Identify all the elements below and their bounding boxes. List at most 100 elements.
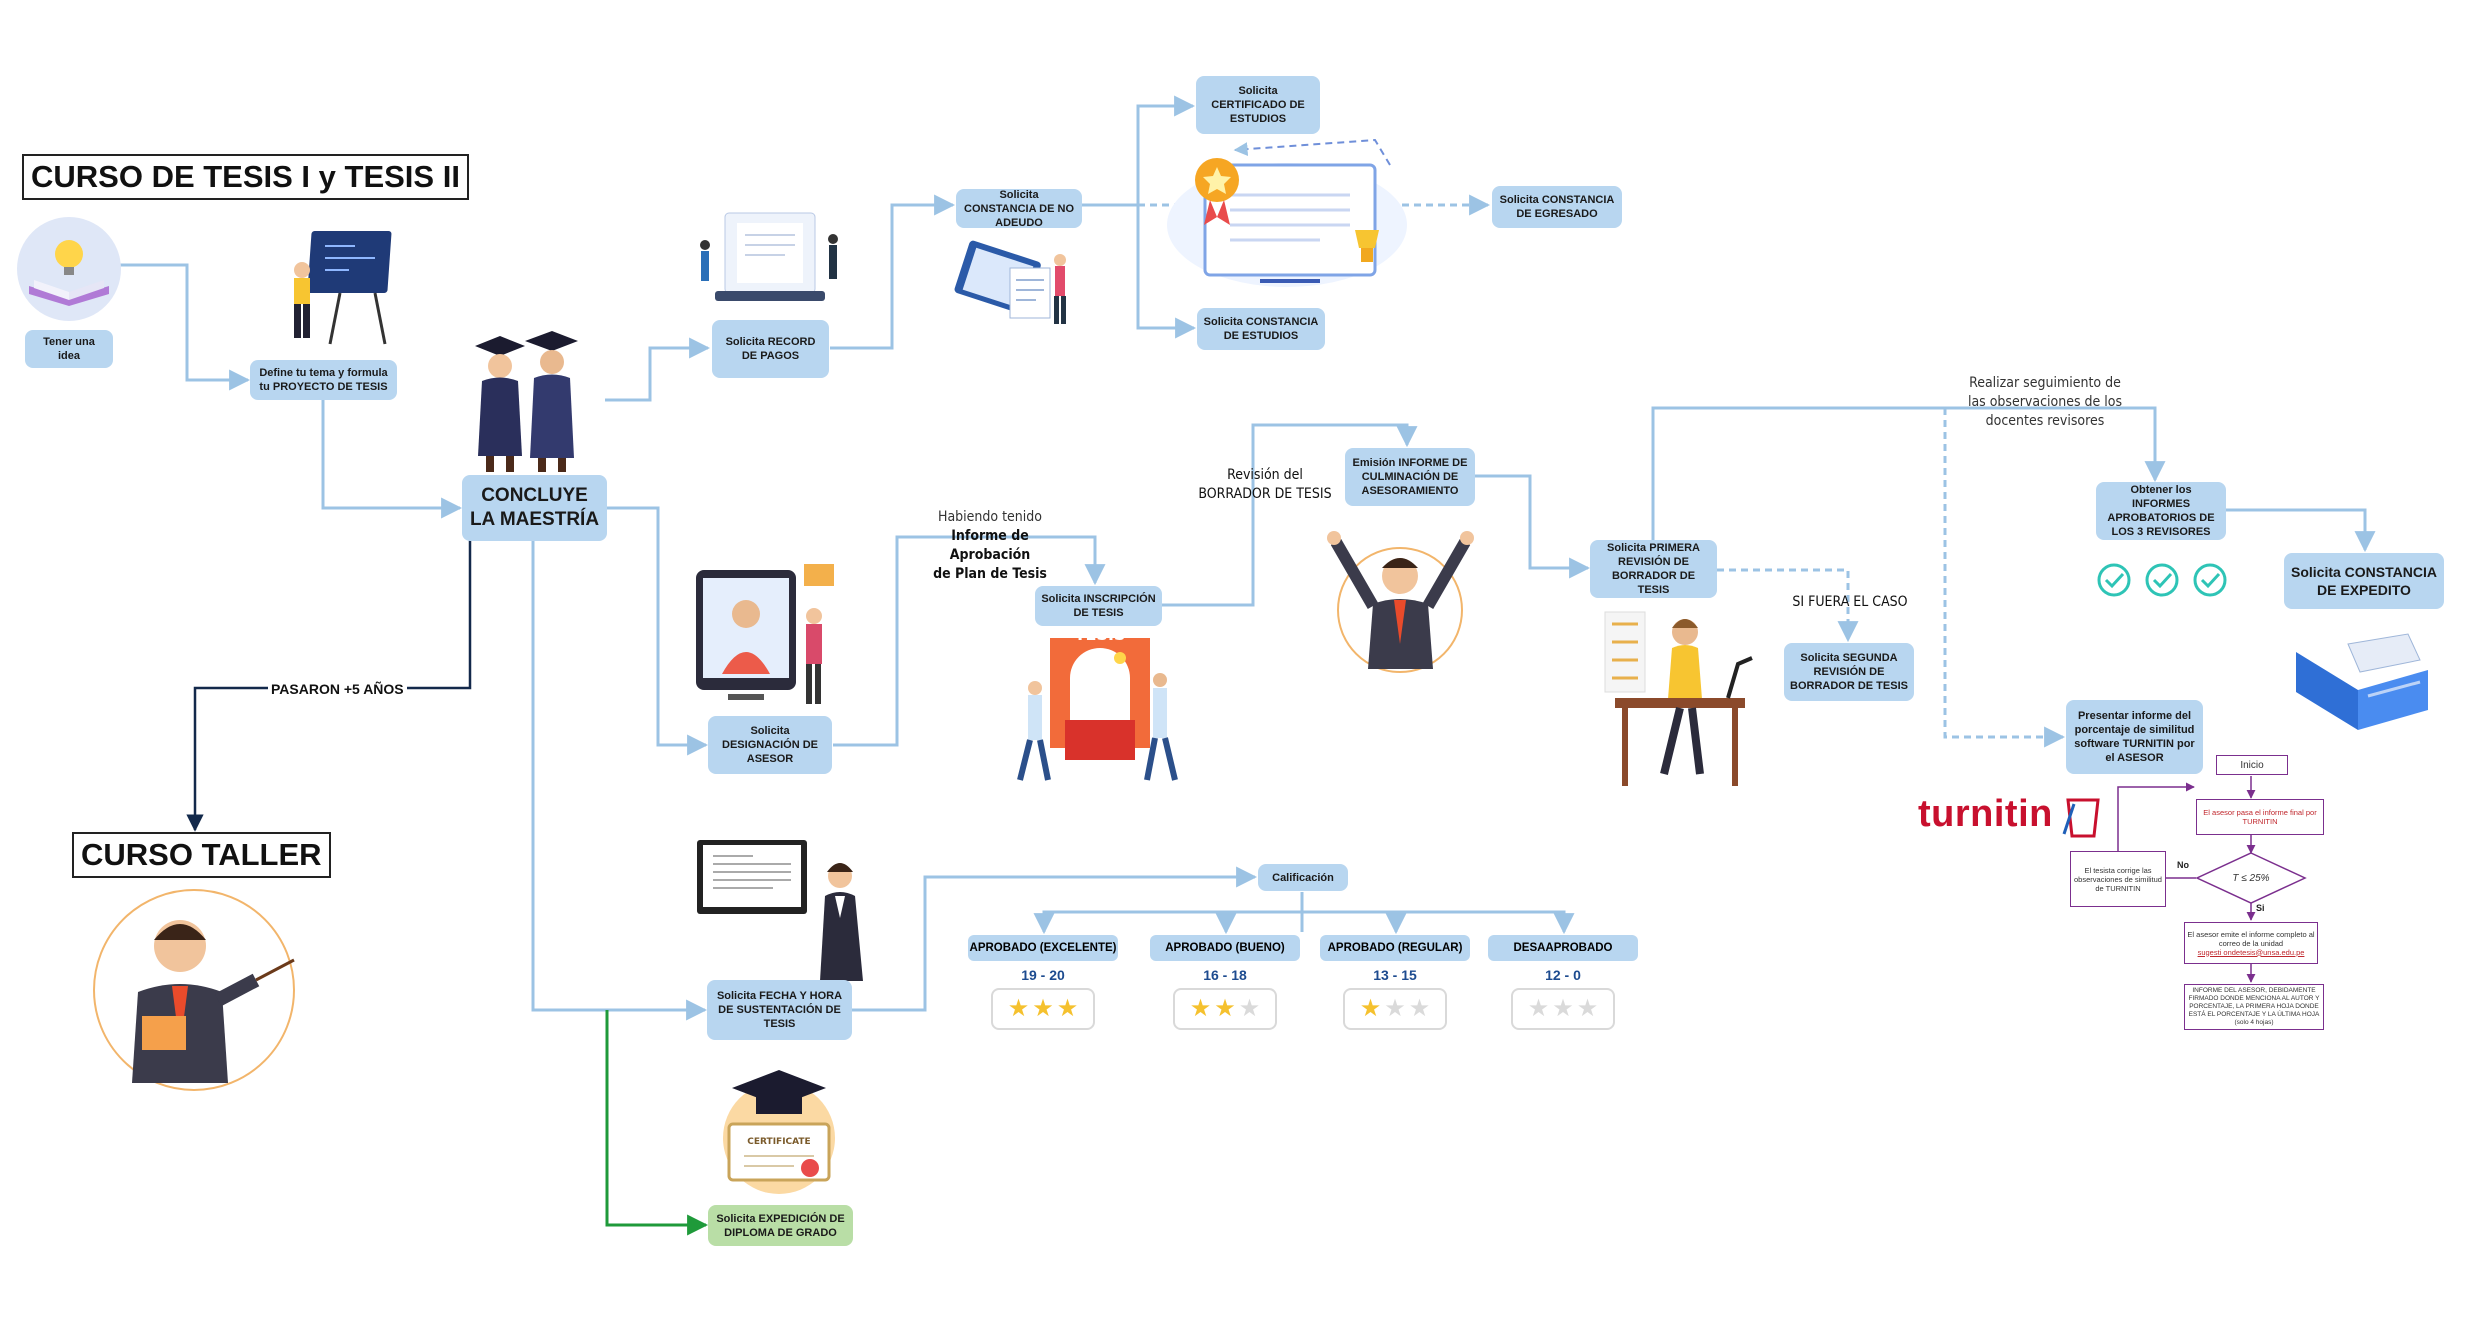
main-title: CURSO DE TESIS I y TESIS II (22, 154, 469, 200)
node-define-tema: Define tu tema y formula tu PROYECTO DE … (250, 360, 397, 400)
node-constancia-expedito: Solicita CONSTANCIA DE EXPEDITO (2284, 553, 2444, 609)
star-icon: ★ (1359, 995, 1382, 1022)
note-seguimiento: Realizar seguimiento de las observacione… (1960, 374, 2130, 431)
wire-primera-informes (1651, 406, 2166, 540)
tesis-sign-text: TESIS (1075, 625, 1126, 644)
flow-label-si: Si (2256, 903, 2265, 913)
wire-define-concluye (321, 400, 463, 519)
diploma-cap-illustration: CERTIFICATE (723, 1070, 835, 1194)
grade-label: APROBADO (EXCELENTE) (968, 935, 1118, 961)
wire-inscripcion-culminacion (1162, 423, 1418, 607)
node-fecha-sustentacion: Solicita FECHA Y HORA DE SUSTENTACIÓN DE… (707, 980, 852, 1040)
wire-concluye-record (605, 337, 711, 402)
taller-teacher-illustration (93, 889, 295, 1091)
note-pasaron: PASARON +5 AÑOS (268, 681, 407, 697)
node-constancia-no-adeudo: Solicita CONSTANCIA DE NO ADEUDO (956, 189, 1082, 229)
flow-email: sugesti ondetesis@unsa.edu.pe (2197, 947, 2305, 957)
grade-stars: ★★★ (1343, 988, 1447, 1030)
node-segunda-revision: Solicita SEGUNDA REVISIÓN DE BORRADOR DE… (1784, 643, 1914, 701)
wire-calif-bus (1042, 892, 1566, 932)
wire-fecha-calificacion (852, 866, 1258, 1012)
node-inscripcion-tesis: Solicita INSCRIPCIÓN DE TESIS (1035, 586, 1162, 626)
note-si-fuera: SI FUERA EL CASO (1792, 594, 1908, 610)
node-certificado-estudios: Solicita CERTIFICADO DE ESTUDIOS (1196, 76, 1320, 134)
wire-designacion-inscripcion (833, 535, 1106, 747)
flow-inicio: Inicio (2216, 755, 2288, 775)
note-revision-line1: Revisión del (1227, 467, 1303, 483)
grade-label: APROBADO (BUENO) (1150, 935, 1300, 961)
note-revision-line2: BORRADOR DE TESIS (1198, 486, 1332, 502)
star-icon: ★ (1527, 995, 1550, 1022)
decision-diamond (2195, 852, 2307, 904)
note-habiendo-line1: Habiendo tenido (937, 509, 1042, 525)
wire-concluye-designacion (605, 506, 709, 756)
wire-egresado-back (1233, 138, 1391, 166)
note-habiendo-line2: Informe de Aprobación (949, 528, 1031, 563)
reviewer-desk-illustration (1604, 611, 1753, 786)
star-icon: ★ (1408, 995, 1431, 1022)
certificate-illustration (1167, 158, 1407, 287)
advisor-video-illustration (696, 564, 834, 704)
flow-step-emite: El asesor emite el informe completo al c… (2184, 922, 2318, 964)
taller-title: CURSO TALLER (72, 832, 331, 878)
star-icon: ★ (1576, 995, 1599, 1022)
tesis-kiosk-illustration: TESIS (1017, 625, 1178, 781)
grade-stars: ★★★ (1511, 988, 1615, 1030)
star-icon: ★ (1384, 995, 1406, 1022)
node-informes-aprobatorios: Obtener los INFORMES APROBATORIOS DE LOS… (2096, 482, 2226, 540)
note-seguimiento-line3: docentes revisores (1985, 413, 2105, 429)
record-pagos-illustration (700, 212, 838, 301)
grade-label: DESAAPROBADO (1488, 935, 1638, 961)
note-revision: Revisión del BORRADOR DE TESIS (1185, 466, 1345, 504)
flow-step-asesor-pasa: El asesor pasa el informe final por TURN… (2196, 799, 2324, 835)
grade-stars: ★★★ (991, 988, 1095, 1030)
node-calificacion: Calificación (1258, 864, 1348, 891)
note-seguimiento-line1: Realizar seguimiento de (1969, 375, 2121, 391)
node-idea: Tener una idea (25, 330, 113, 368)
graduates-illustration (475, 331, 578, 472)
note-habiendo: Habiendo tenido Informe de Aprobación de… (910, 508, 1070, 584)
idea-book-illustration (17, 217, 121, 321)
wire-culminacion-primera (1475, 474, 1591, 579)
wire-idea-define (120, 263, 251, 391)
node-informe-culminacion: Emisión INFORME DE CULMINACIÓN DE ASESOR… (1345, 448, 1475, 506)
star-icon: ★ (1189, 995, 1212, 1022)
wire-record-noadeudo (830, 194, 956, 350)
wire-concluye-fecha (531, 540, 708, 1021)
wire-seguimiento-turnitin (1943, 408, 2066, 748)
note-seguimiento-line2: las observaciones de los (1967, 394, 2123, 410)
happy-man-illustration (1327, 531, 1474, 673)
teacher-board-illustration (294, 231, 392, 345)
node-concluye-maestria: CONCLUYE LA MAESTRÍA (462, 475, 607, 541)
node-record-pagos: Solicita RECORD DE PAGOS (712, 320, 829, 378)
flow-step-emite-text: El asesor emite el informe completo al c… (2187, 929, 2315, 948)
three-approvals-checks (2097, 563, 2227, 597)
laptop-document-illustration (954, 240, 1066, 324)
star-icon: ★ (1032, 995, 1054, 1022)
node-primera-revision: Solicita PRIMERA REVISIÓN DE BORRADOR DE… (1590, 540, 1717, 598)
grade-range: 13 - 15 (1373, 967, 1417, 983)
laptop-expedito-illustration (2296, 633, 2428, 730)
wire-fecha-diploma (605, 1010, 709, 1236)
star-icon: ★ (1007, 995, 1030, 1022)
star-icon: ★ (1552, 995, 1574, 1022)
flow-decision-label: T ≤ 25% (2232, 872, 2270, 884)
flow-label-no: No (2177, 860, 2189, 870)
flow-step-informe-firmado: INFORME DEL ASESOR, DEBIDAMENTE FIRMADO … (2184, 984, 2324, 1030)
star-icon: ★ (1214, 995, 1236, 1022)
wire-noadeudo-certificado (1082, 95, 1196, 207)
node-constancia-egresado: Solicita CONSTANCIA DE EGRESADO (1492, 186, 1622, 228)
grade-label: APROBADO (REGULAR) (1320, 935, 1470, 961)
flow-step-corrige: El tesista corrige las observaciones de … (2070, 851, 2166, 907)
wire-informes-expedito (2226, 508, 2376, 553)
grade-range: 19 - 20 (1021, 967, 1065, 983)
turnitin-mark-icon (2062, 798, 2100, 838)
wire-noadeudo-estudios (1136, 205, 1197, 339)
node-constancia-estudios: Solicita CONSTANCIA DE ESTUDIOS (1197, 308, 1325, 350)
node-informe-turnitin: Presentar informe del porcentaje de simi… (2066, 700, 2203, 774)
grade-stars: ★★★ (1173, 988, 1277, 1030)
node-expedicion-diploma: Solicita EXPEDICIÓN DE DIPLOMA DE GRADO (708, 1205, 853, 1246)
turnitin-logo: turnitin (1918, 793, 2053, 835)
note-habiendo-line3: de Plan de Tesis (933, 566, 1047, 582)
certificate-text: CERTIFICATE (747, 1137, 810, 1147)
